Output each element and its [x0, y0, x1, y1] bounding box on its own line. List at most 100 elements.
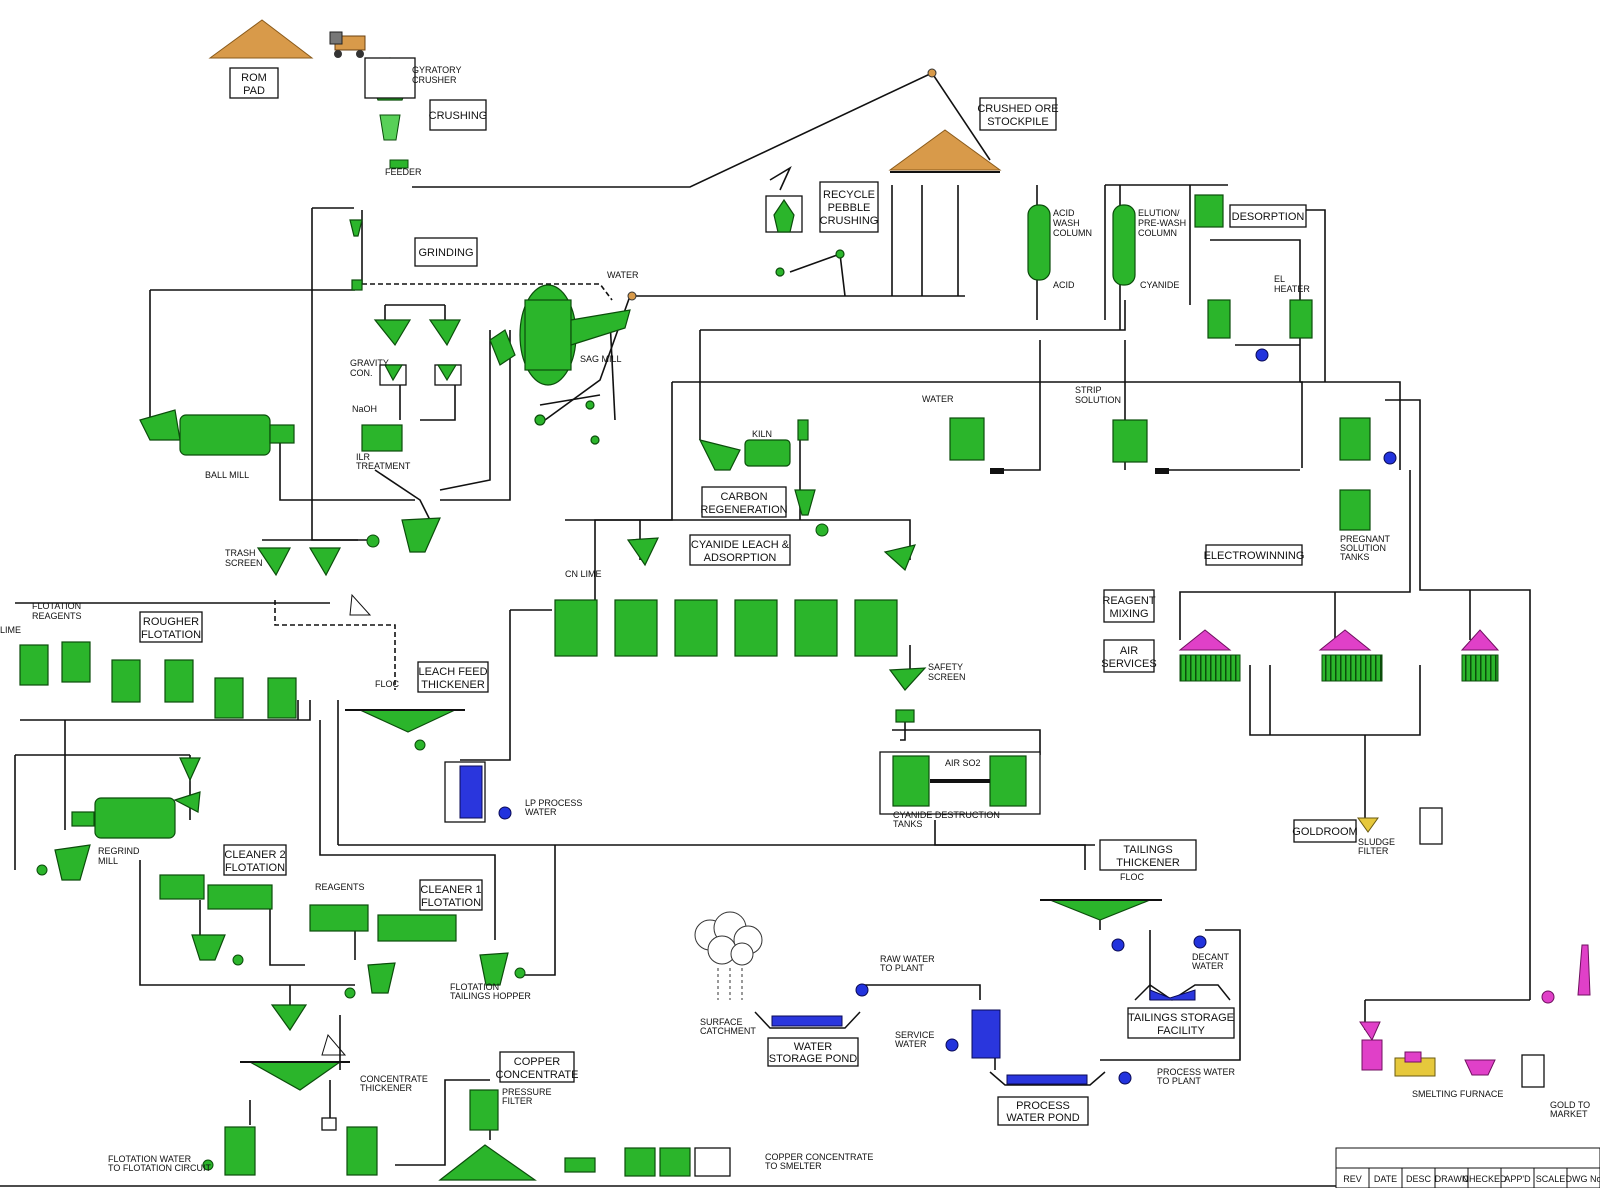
gold-market-label-1: GOLD TO: [1550, 1100, 1590, 1110]
service-water-label-1: SERVICE: [895, 1030, 934, 1040]
title-block-cell-label: APP'D: [1504, 1174, 1531, 1184]
title-block-cell: [1566, 1167, 1600, 1188]
desorption-label: DESORPTION: [1232, 211, 1305, 223]
acid-label: ACID: [1053, 280, 1075, 290]
cleaner2-label-1: CLEANER 2: [224, 849, 285, 861]
kiln-label: KILN: [752, 429, 772, 439]
ball-mill-label: BALL MILL: [205, 470, 249, 480]
carbon-regeneration: KILN CARBON REGENERATION: [698, 419, 829, 537]
title-block-cell-label: DESC: [1406, 1174, 1432, 1184]
pebble-label-3: CRUSHING: [820, 215, 879, 227]
grinding-area: GRINDING SAG MILL WATER GRAVITY CON. NaO…: [139, 219, 639, 553]
catchment-label-1: SURFACE: [700, 1017, 743, 1027]
ilr-label-2: TREATMENT: [356, 461, 411, 471]
goldroom-label: GOLDROOM: [1292, 826, 1357, 838]
electrowinning: ELECTROWINNING: [1178, 544, 1500, 682]
stockpile-label-2: STOCKPILE: [987, 116, 1049, 128]
wsp-label-1: WATER: [794, 1041, 833, 1053]
wsp-label-2: STORAGE POND: [769, 1053, 857, 1065]
rom-pad-label-2: PAD: [243, 85, 265, 97]
ilr-label-1: ILR: [356, 452, 371, 462]
elution-label-1: ELUTION/: [1138, 208, 1180, 218]
tailings-thickener: TAILINGS THICKENER FLOC DECANT WATER TAI…: [1040, 839, 1235, 1039]
feeder-label: FEEDER: [385, 167, 422, 177]
lft-label-1: LEACH FEED: [418, 666, 487, 678]
cleaner1-label-1: CLEANER 1: [420, 884, 481, 896]
electrowinning-label: ELECTROWINNING: [1204, 550, 1305, 562]
naoh-label: NaOH: [352, 404, 377, 414]
flot-reagents-label-2: REAGENTS: [32, 611, 82, 621]
cleaner2-flotation: CLEANER 2 FLOTATION: [159, 844, 287, 966]
haul-truck-icon: [329, 31, 366, 58]
strip-label-1: STRIP: [1075, 385, 1102, 395]
air-label-2: SERVICES: [1101, 658, 1156, 670]
cleaner1-label-2: FLOTATION: [421, 897, 481, 909]
acid-wash-label-3: COLUMN: [1053, 228, 1092, 238]
cloud-icon: [694, 911, 763, 1000]
carbon-regen-label-1: CARBON: [720, 491, 767, 503]
gyratory-crusher-label-1: GYRATORY: [412, 65, 462, 75]
reagents-label: REAGENTS: [315, 882, 365, 892]
regrind-mill: REGRIND MILL: [36, 757, 201, 881]
cn-destruct-label-1: CYANIDE DESTRUCTION: [893, 810, 1000, 820]
regrind-label-1: REGRIND: [98, 846, 140, 856]
cleaner1-flotation: CLEANER 1 FLOTATION REAGENTS FLOTATION T…: [309, 879, 531, 1001]
gyratory-crusher-label-2: CRUSHER: [412, 75, 457, 85]
pebble-crusher: RECYCLE PEBBLE CRUSHING: [765, 181, 879, 277]
pwp-label-2: WATER POND: [1006, 1112, 1079, 1124]
rom-pad-stockpile: ROM PAD: [208, 19, 314, 99]
trash-screens: TRASH SCREEN: [225, 547, 372, 616]
floc-label-leach: FLOC: [375, 679, 400, 689]
crushing-label: CRUSHING: [429, 110, 488, 122]
title-block-cell-label: REV: [1343, 1174, 1362, 1184]
rougher-label-1: ROUGHER: [143, 616, 199, 628]
trash-screen-label-1: TRASH: [225, 548, 256, 558]
lime-label: LIME: [0, 625, 21, 635]
title-block-cell-label: DATE: [1374, 1174, 1397, 1184]
smelting-furnace-label: SMELTING FURNACE: [1412, 1089, 1503, 1099]
safety-screen-label-1: SAFETY: [928, 662, 963, 672]
sludge-label-1: SLUDGE: [1358, 837, 1395, 847]
strip-label-2: SOLUTION: [1075, 395, 1121, 405]
cleaner2-label-2: FLOTATION: [225, 862, 285, 874]
elution-label-3: COLUMN: [1138, 228, 1177, 238]
desorption-area: ACID WASH COLUMN ACID ELUTION/ PRE-WASH …: [1027, 194, 1313, 362]
tsf-label-1: TAILINGS STORAGE: [1128, 1012, 1234, 1024]
goldroom: GOLDROOM SLUDGE FILTER SMELTING FURNACE …: [1292, 807, 1591, 1119]
conc-thick-label-1: CONCENTRATE: [360, 1074, 428, 1084]
acid-wash-label-2: WASH: [1053, 218, 1080, 228]
cil-label-1: CYANIDE LEACH &: [691, 539, 790, 551]
preg-label-2: SOLUTION: [1340, 543, 1386, 553]
trash-screen-label-2: SCREEN: [225, 558, 263, 568]
gravity-label-2: CON.: [350, 368, 373, 378]
safety-screen-label-2: SCREEN: [928, 672, 966, 682]
preg-label-1: PREGNANT: [1340, 534, 1391, 544]
flot-water-label-1: FLOTATION WATER: [108, 1154, 192, 1164]
elution-label-2: PRE-WASH: [1138, 218, 1186, 228]
heater-label-1: EL: [1274, 274, 1285, 284]
cil-label-2: ADSORPTION: [704, 552, 777, 564]
title-block-cell-label: DWG No: [1566, 1174, 1600, 1184]
pregnant-solution-tanks: PREGNANT SOLUTION TANKS: [1339, 417, 1397, 562]
decant-label-2: WATER: [1192, 961, 1224, 971]
decant-label-1: DECANT: [1192, 952, 1230, 962]
gold-market-label-2: MARKET: [1550, 1109, 1588, 1119]
reagent-air-boxes: REAGENT MIXING AIR SERVICES: [1101, 589, 1157, 673]
tt-label-2: THICKENER: [1116, 857, 1180, 869]
preg-label-3: TANKS: [1340, 552, 1369, 562]
flot-tails-label-2: TAILINGS HOPPER: [450, 991, 531, 1001]
raw-water-label-2: TO PLANT: [880, 963, 924, 973]
carbon-regen-label-2: REGENERATION: [700, 504, 787, 516]
flot-reagents-label-1: FLOTATION: [32, 601, 81, 611]
copper-conc-label-2: CONCENTRATE: [496, 1069, 579, 1081]
acid-wash-label-1: ACID: [1053, 208, 1075, 218]
sludge-label-2: FILTER: [1358, 846, 1389, 856]
reagent-label-1: REAGENT: [1102, 595, 1155, 607]
cyanide-destruction: AIR SO2 CYANIDE DESTRUCTION TANKS: [879, 751, 1041, 829]
water-label-strip: WATER: [922, 394, 954, 404]
reagent-label-2: MIXING: [1109, 608, 1148, 620]
tt-label-1: TAILINGS: [1123, 844, 1172, 856]
grinding-label: GRINDING: [419, 247, 474, 259]
